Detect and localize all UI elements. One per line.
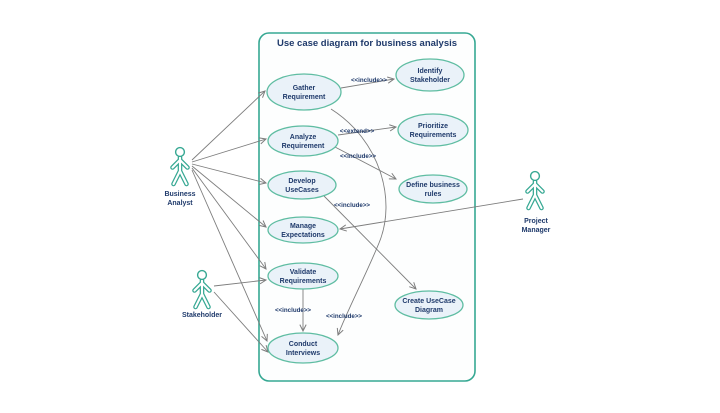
usecase-label: Analyze (290, 134, 317, 141)
actor-label: Project (524, 218, 548, 225)
usecase-label: Diagram (415, 307, 443, 314)
usecase-ellipse[interactable] (267, 170, 337, 200)
usecase-label: Expectations (281, 232, 325, 239)
usecase-label: Prioritize (418, 123, 448, 130)
usecase-ellipse[interactable] (267, 332, 339, 364)
person-icon (170, 146, 190, 187)
actor-stakeholder[interactable]: Stakeholder (182, 269, 222, 319)
usecase-label: Manage (290, 223, 316, 230)
edge-analyze-includes-define-rules (334, 146, 397, 180)
usecase-ellipse[interactable] (397, 113, 469, 147)
usecase-identify-stakeholder[interactable]: Identify Stakeholder (395, 58, 465, 92)
relationship-label: <<include>> (340, 153, 376, 160)
usecase-ellipse[interactable] (267, 262, 339, 290)
relationship-label: <<include>> (351, 77, 387, 84)
usecase-ellipse[interactable] (267, 216, 339, 244)
usecase-label: Requirements (280, 278, 327, 285)
usecase-label: Create UseCase (402, 298, 455, 305)
edge-gather-includes-identify (340, 76, 396, 89)
actor-label: Manager (522, 227, 551, 234)
usecase-label: Conduct (289, 341, 318, 348)
edge-business-analyst-manage-expectations (191, 165, 267, 228)
actor-project-manager[interactable]: Project Manager (522, 170, 551, 234)
usecase-ellipse[interactable] (266, 73, 342, 111)
usecase-gather-requirement[interactable]: Gather Requirement (266, 73, 342, 111)
usecase-prioritize-requirements[interactable]: Prioritize Requirements (397, 113, 469, 147)
usecase-develop-usecases[interactable]: Develop UseCases (267, 170, 337, 200)
edge-analyze-extends-prioritize (337, 124, 398, 136)
usecase-label: Stakeholder (410, 77, 450, 84)
usecase-label: Gather (293, 85, 316, 92)
usecase-label: Define business (406, 182, 460, 189)
usecase-ellipse[interactable] (398, 174, 468, 204)
relationship-label: <<include>> (326, 313, 362, 320)
edge-business-analyst-validate-requirements (191, 167, 267, 270)
association-edges (191, 90, 524, 353)
usecase-label: Interviews (286, 350, 320, 357)
person-icon (525, 170, 545, 211)
usecase-create-usecase-diagram[interactable]: Create UseCase Diagram (394, 290, 464, 320)
edge-stakeholder-validate-requirements (213, 277, 268, 287)
relationship-label: <<extend>> (340, 128, 375, 135)
edge-business-analyst-analyze-requirement (191, 137, 268, 163)
usecase-label: Requirement (283, 94, 326, 101)
actor-label: Stakeholder (182, 312, 222, 319)
usecase-label: Validate (290, 269, 317, 276)
relationship-label: <<include>> (334, 202, 370, 209)
usecase-analyze-requirement[interactable]: Analyze Requirement (267, 125, 339, 157)
usecase-label: Develop (288, 178, 315, 185)
edge-business-analyst-conduct-interviews (191, 169, 268, 343)
usecase-define-business-rules[interactable]: Define business rules (398, 174, 468, 204)
person-icon (192, 269, 212, 310)
usecase-label: rules (425, 191, 442, 198)
edge-gather-includes-conduct-curve (330, 108, 387, 337)
usecase-ellipse[interactable] (395, 58, 465, 92)
actor-business-analyst[interactable]: Business Analyst (164, 146, 196, 207)
relationship-label: <<include>> (275, 307, 311, 314)
relationship-edges (299, 76, 417, 337)
actor-label: Business (164, 191, 195, 198)
usecase-label: Requirements (410, 132, 457, 139)
usecase-validate-requirements[interactable]: Validate Requirements (267, 262, 339, 290)
edge-stakeholder-conduct-interviews (213, 291, 269, 353)
diagram-title: Use case diagram for business analysis (277, 38, 457, 49)
usecase-label: UseCases (285, 187, 319, 194)
usecase-ellipse[interactable] (394, 290, 464, 320)
usecase-conduct-interviews[interactable]: Conduct Interviews (267, 332, 339, 364)
usecase-ellipse[interactable] (267, 125, 339, 157)
actor-label: Analyst (167, 200, 193, 207)
edge-business-analyst-develop-usecases (191, 163, 268, 185)
usecase-manage-expectations[interactable]: Manage Expectations (267, 216, 339, 244)
edge-project-manager-manage-expectations (338, 198, 524, 232)
edge-business-analyst-gather-requirement (191, 90, 266, 161)
edge-develop-includes-create-diagram (323, 195, 417, 290)
usecase-label: Requirement (282, 143, 325, 150)
usecase-label: Identify (418, 68, 443, 75)
